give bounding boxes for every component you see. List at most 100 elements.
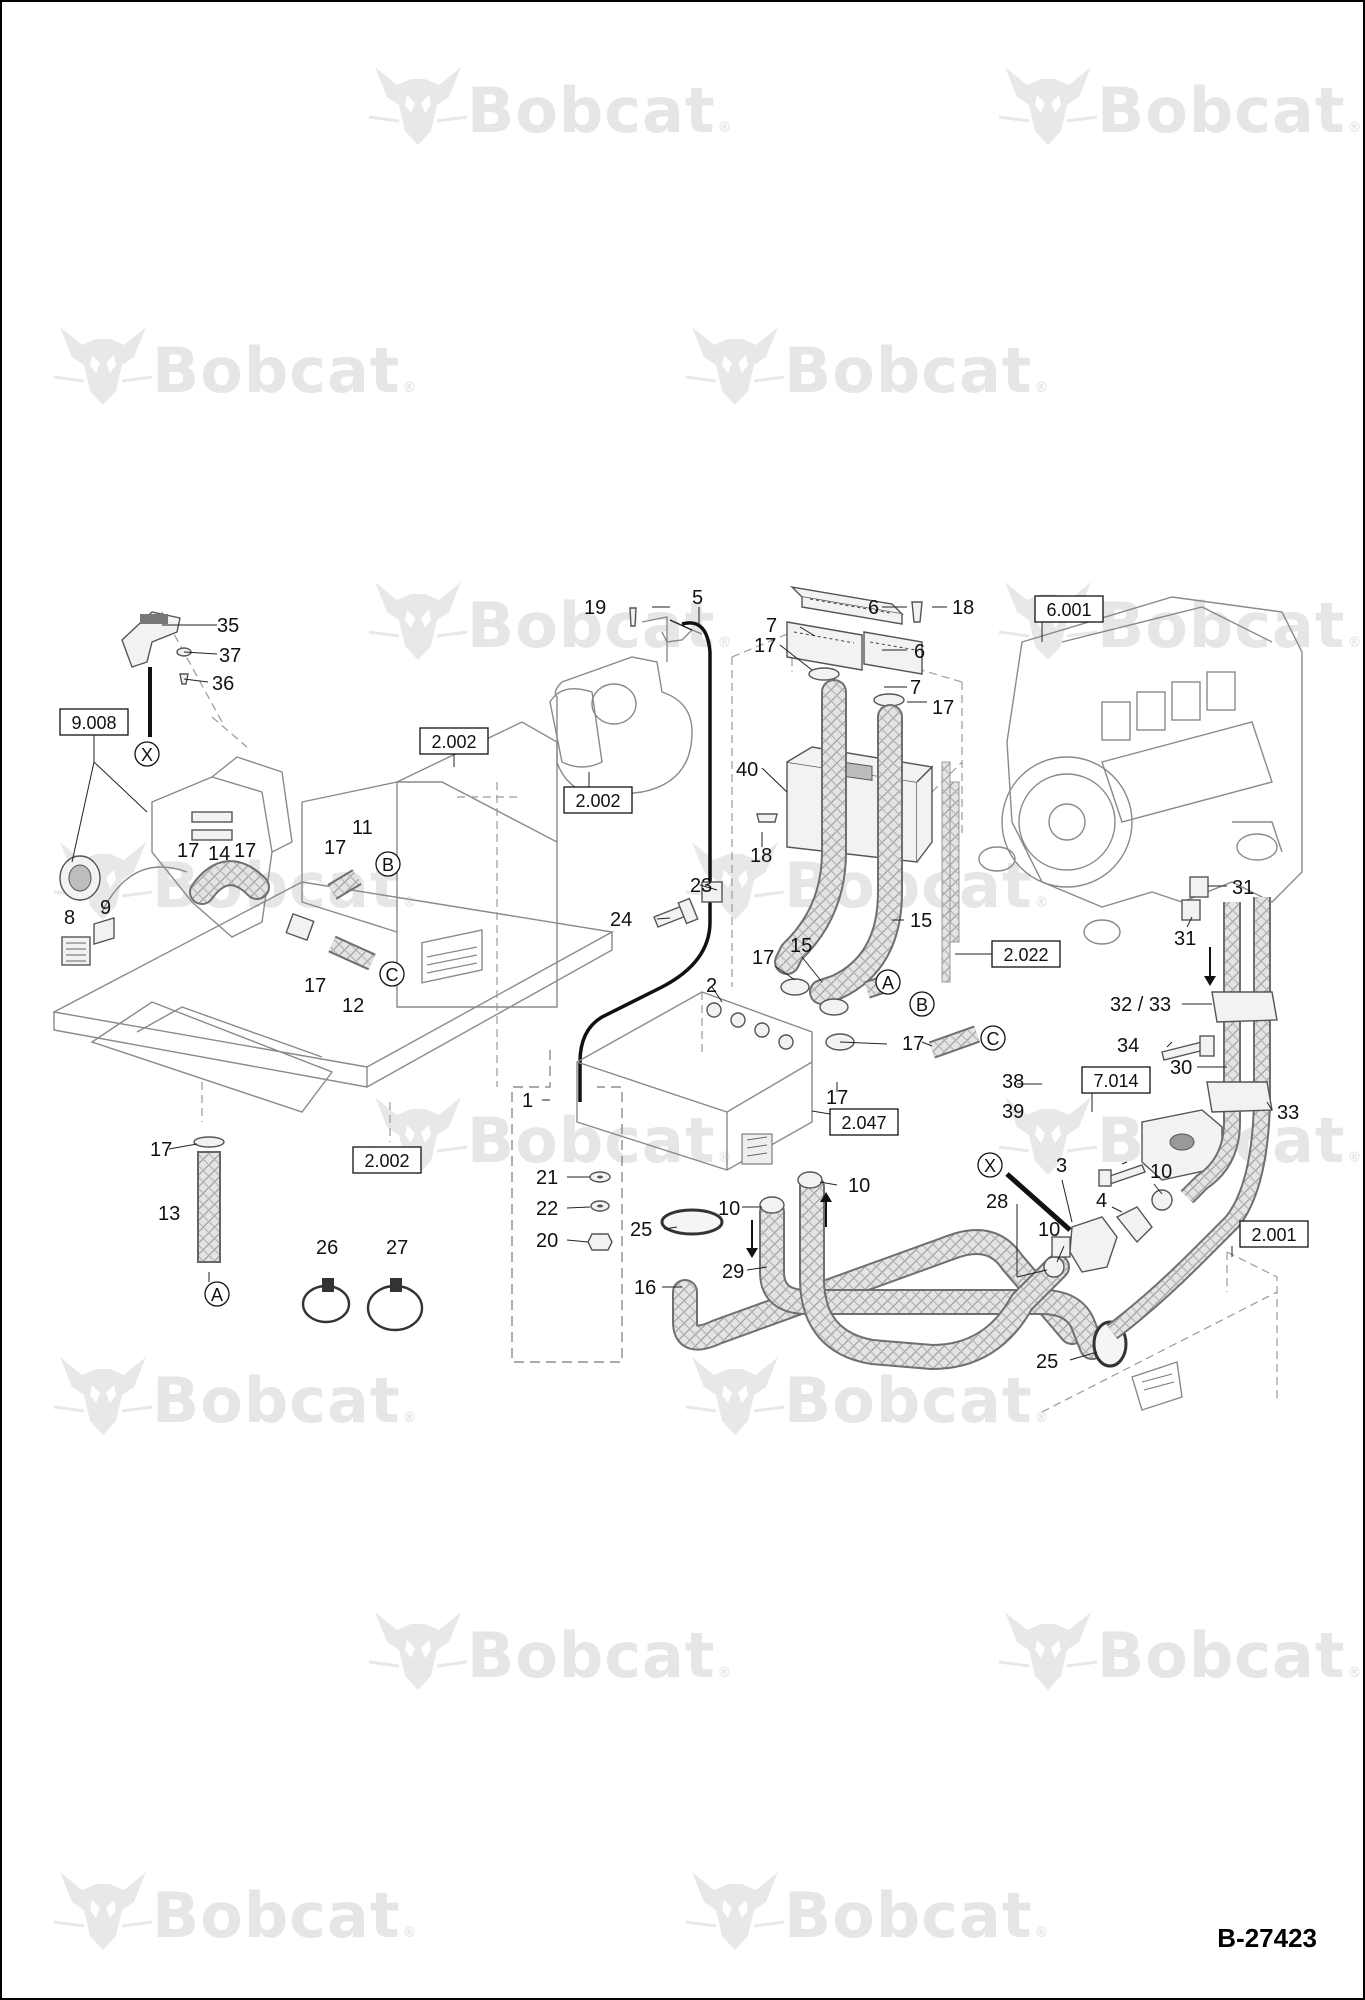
callout-number: 17 <box>752 947 774 969</box>
watermark-text: Bobcat® <box>784 334 1049 407</box>
frame-bracket <box>1131 1361 1183 1411</box>
callout-number: 16 <box>634 1277 656 1299</box>
engine-cylinders <box>1101 671 1236 741</box>
hose-clamp-32-33 <box>1211 991 1278 1023</box>
watermark-text: Bobcat® <box>467 1619 732 1692</box>
hose-12 <box>285 912 376 971</box>
fitting-c <box>928 1025 981 1059</box>
ref-box-2047: 2.047 <box>829 1108 899 1136</box>
callout-number: 10 <box>1150 1161 1172 1183</box>
heater-core-40 <box>786 746 934 863</box>
connector-label: B <box>916 995 928 1015</box>
connector-label: C <box>386 965 399 985</box>
control-cable-28 <box>1005 1172 1072 1232</box>
callout-number: 3 <box>1056 1155 1067 1177</box>
callout-number: 23 <box>690 875 712 897</box>
callout-number: 26 <box>316 1237 338 1259</box>
clamp-10d <box>1151 1189 1173 1211</box>
watermark-text: Bobcat® <box>467 589 732 662</box>
screw-24 <box>653 897 699 928</box>
callout-number: 17 <box>826 1087 848 1109</box>
callout-number: 5 <box>692 587 703 609</box>
callout-number: 17 <box>754 635 776 657</box>
screw-18a <box>911 601 923 623</box>
callout-number: 14 <box>208 843 230 865</box>
connector-label: A <box>882 973 894 993</box>
callout-number: 15 <box>790 935 812 957</box>
ref-box-9008: 9.008 <box>59 708 129 736</box>
hose-29 <box>759 1199 1105 1360</box>
connector-c-right: C <box>980 1025 1006 1051</box>
bracket-2022 <box>941 761 951 983</box>
callout-number: 1 <box>522 1090 533 1112</box>
connector-a-right: A <box>875 969 901 995</box>
callout-number: 40 <box>736 759 758 781</box>
ref-box-label: 6.001 <box>1046 600 1091 620</box>
watermark-text: Bobcat® <box>1097 589 1362 662</box>
hardware-callout-frame <box>511 1050 623 1363</box>
callout-number: 33 <box>1277 1102 1299 1124</box>
hose-13 <box>193 1136 225 1263</box>
bolt-38 <box>1098 1164 1146 1187</box>
ref-box-label: 9.008 <box>71 713 116 733</box>
callout-number: 10 <box>1038 1219 1060 1241</box>
heater-hose-15a <box>774 679 847 975</box>
watermark-text: Bobcat® <box>784 1879 1049 1952</box>
callout-number: 39 <box>1002 1101 1024 1123</box>
control-box-ports <box>706 1002 794 1050</box>
hose-14 <box>189 860 270 905</box>
callout-number: 35 <box>217 615 239 637</box>
cab-floor-assembly <box>51 611 615 1142</box>
callout-number: 34 <box>1117 1035 1139 1057</box>
hose-16 <box>672 1229 1085 1351</box>
ref-box-2002-b: 2.002 <box>563 786 633 814</box>
callout-number: 18 <box>750 845 772 867</box>
callout-number: 18 <box>952 597 974 619</box>
callout-number: 31 <box>1232 877 1254 899</box>
callout-number: 12 <box>342 995 364 1017</box>
frame-2001-side <box>1226 1251 1278 1402</box>
connector-x-left: X <box>134 741 160 767</box>
coolant-hose-30b <box>1106 897 1271 1340</box>
hose-clamp-25a <box>660 1208 724 1236</box>
mount-bracket-5 <box>629 607 703 643</box>
connector-x-right: X <box>977 1152 1003 1178</box>
leader-lines <box>71 606 1273 1361</box>
callout-number: 25 <box>1036 1351 1058 1373</box>
watermark-text: Bobcat® <box>152 1364 417 1437</box>
clamp-17a <box>808 667 840 681</box>
callout-number: 29 <box>722 1261 744 1283</box>
connector-c-left: C <box>379 961 405 987</box>
vent-outlet-parts <box>59 855 115 966</box>
hose-29b <box>799 1174 1070 1370</box>
callout-number: 27 <box>386 1237 408 1259</box>
ref-box-label: 2.022 <box>1003 945 1048 965</box>
clamp-17d <box>819 998 849 1016</box>
ref-box-2022: 2.022 <box>991 940 1061 968</box>
connector-label: X <box>141 745 153 765</box>
ref-box-label: 2.002 <box>575 791 620 811</box>
clamp-10a <box>759 1196 785 1214</box>
callout-number: 25 <box>630 1219 652 1241</box>
coolant-hose-30a <box>1180 902 1241 1204</box>
callout-number: 20 <box>536 1230 558 1252</box>
callout-number: 2 <box>706 975 717 997</box>
callout-number: 17 <box>902 1033 924 1055</box>
bolt-34 <box>1161 1035 1215 1061</box>
vent-6-left <box>786 621 863 671</box>
clamp-10b <box>797 1171 823 1189</box>
clamp-17c <box>780 978 810 996</box>
clamp-27 <box>366 1278 424 1332</box>
hose-clamp-33 <box>1206 1081 1273 1113</box>
watermark-text: Bobcat® <box>467 1104 732 1177</box>
callout-number: 11 <box>352 817 373 839</box>
callout-number: 30 <box>1170 1057 1192 1079</box>
callout-number: 17 <box>177 840 199 862</box>
ref-box-label: 2.047 <box>841 1113 886 1133</box>
ref-box-2002-c: 2.002 <box>352 1146 422 1174</box>
callout-number: 28 <box>986 1191 1008 1213</box>
callout-number: 7 <box>766 615 777 637</box>
callout-number: 17 <box>304 975 326 997</box>
watermark-text: Bobcat® <box>784 1364 1049 1437</box>
